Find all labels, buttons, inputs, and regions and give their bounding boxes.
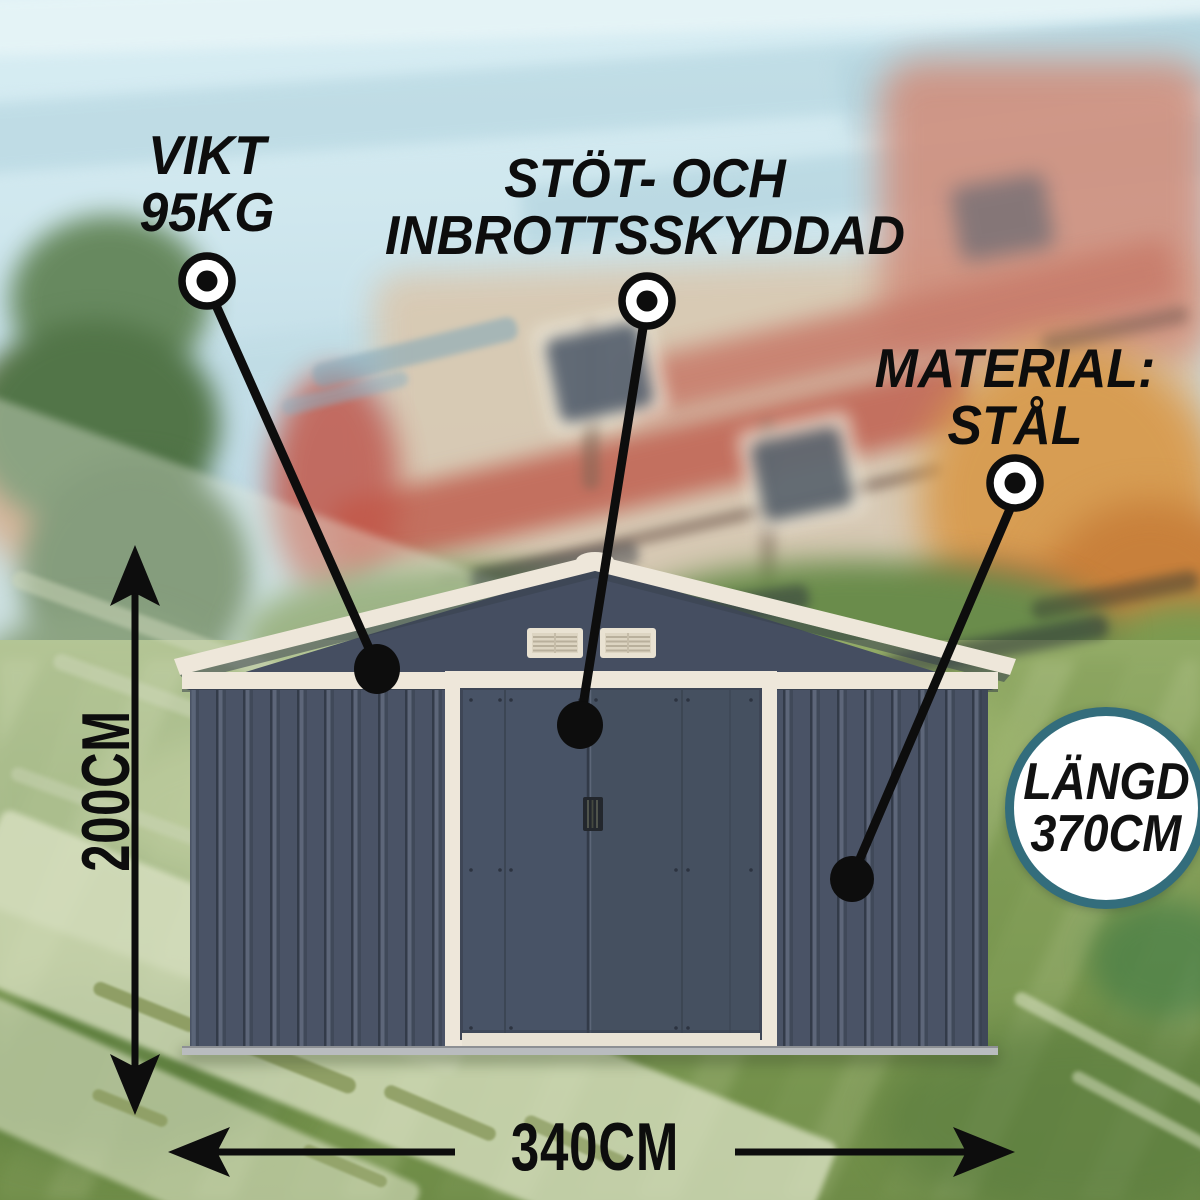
callout-weight-target-dot — [354, 644, 400, 694]
callout-protection-label: STÖT- OCH INBROTTSSKYDDAD — [363, 147, 927, 267]
callout-weight-line2: 95KG — [139, 181, 275, 244]
width-dimension-arrow — [168, 1127, 1015, 1177]
callout-protection-graphic — [557, 272, 676, 749]
shed-roof-trim-left — [174, 555, 595, 675]
callout-protection-line2: INBROTTSSKYDDAD — [385, 204, 905, 267]
length-badge-label: LÄNGD — [1022, 753, 1190, 811]
callout-weight-ring-dot — [196, 270, 218, 292]
callout-material-label: MATERIAL: STÅL — [827, 337, 1200, 457]
shed-wall-right — [773, 690, 988, 1048]
shed-wall-left — [190, 690, 447, 1048]
callout-weight-label: VIKT 95KG — [38, 124, 376, 244]
shed-door-sill — [462, 1033, 760, 1046]
callout-material-target-dot — [830, 856, 874, 902]
callout-weight-line — [210, 298, 377, 660]
callout-protection-target-dot — [557, 701, 603, 749]
shed-door-rivets — [469, 698, 753, 1030]
arrow-up-icon — [110, 545, 160, 606]
callout-material-ring-dot — [1004, 472, 1026, 494]
shed-door-handle — [583, 797, 603, 831]
shed-roof-shade-left — [180, 571, 595, 682]
width-dimension-label: 340CM — [510, 1109, 680, 1185]
callout-material-graphic — [830, 454, 1044, 902]
length-badge: LÄNGD 370CM — [1005, 707, 1200, 909]
callout-material-line — [851, 504, 1015, 873]
shed-roof-shade-right — [595, 571, 1010, 682]
shed-base-strip-line — [182, 1046, 998, 1048]
shed-vent-left — [527, 628, 583, 658]
height-dimension-label: 200CM — [68, 710, 144, 872]
arrow-down-icon — [110, 1054, 160, 1115]
shed-vent-right — [600, 628, 656, 658]
callout-weight-graphic — [178, 252, 400, 694]
callout-weight-line1: VIKT — [148, 124, 266, 186]
height-dimension-arrow — [110, 545, 160, 1115]
background-grass-plant — [1090, 900, 1200, 1020]
length-badge-value: 370CM — [1030, 805, 1182, 863]
callout-material-line1: MATERIAL: — [874, 337, 1156, 399]
callout-material-line2: STÅL — [947, 394, 1083, 457]
callout-protection-line — [577, 323, 648, 717]
shed-base-strip — [182, 1046, 998, 1055]
shed-door-left — [463, 690, 588, 1038]
shed-wall-right-shade — [980, 690, 988, 1048]
arrow-right-icon — [953, 1127, 1015, 1177]
callout-protection-line1: STÖT- OCH — [504, 147, 786, 209]
shed-roof-trim-right — [595, 555, 1016, 675]
callout-protection-ring-dot — [636, 290, 658, 312]
shed-door-track — [462, 1030, 760, 1033]
shed-wall-left-highlight — [190, 690, 196, 1048]
arrow-left-icon — [168, 1127, 230, 1177]
